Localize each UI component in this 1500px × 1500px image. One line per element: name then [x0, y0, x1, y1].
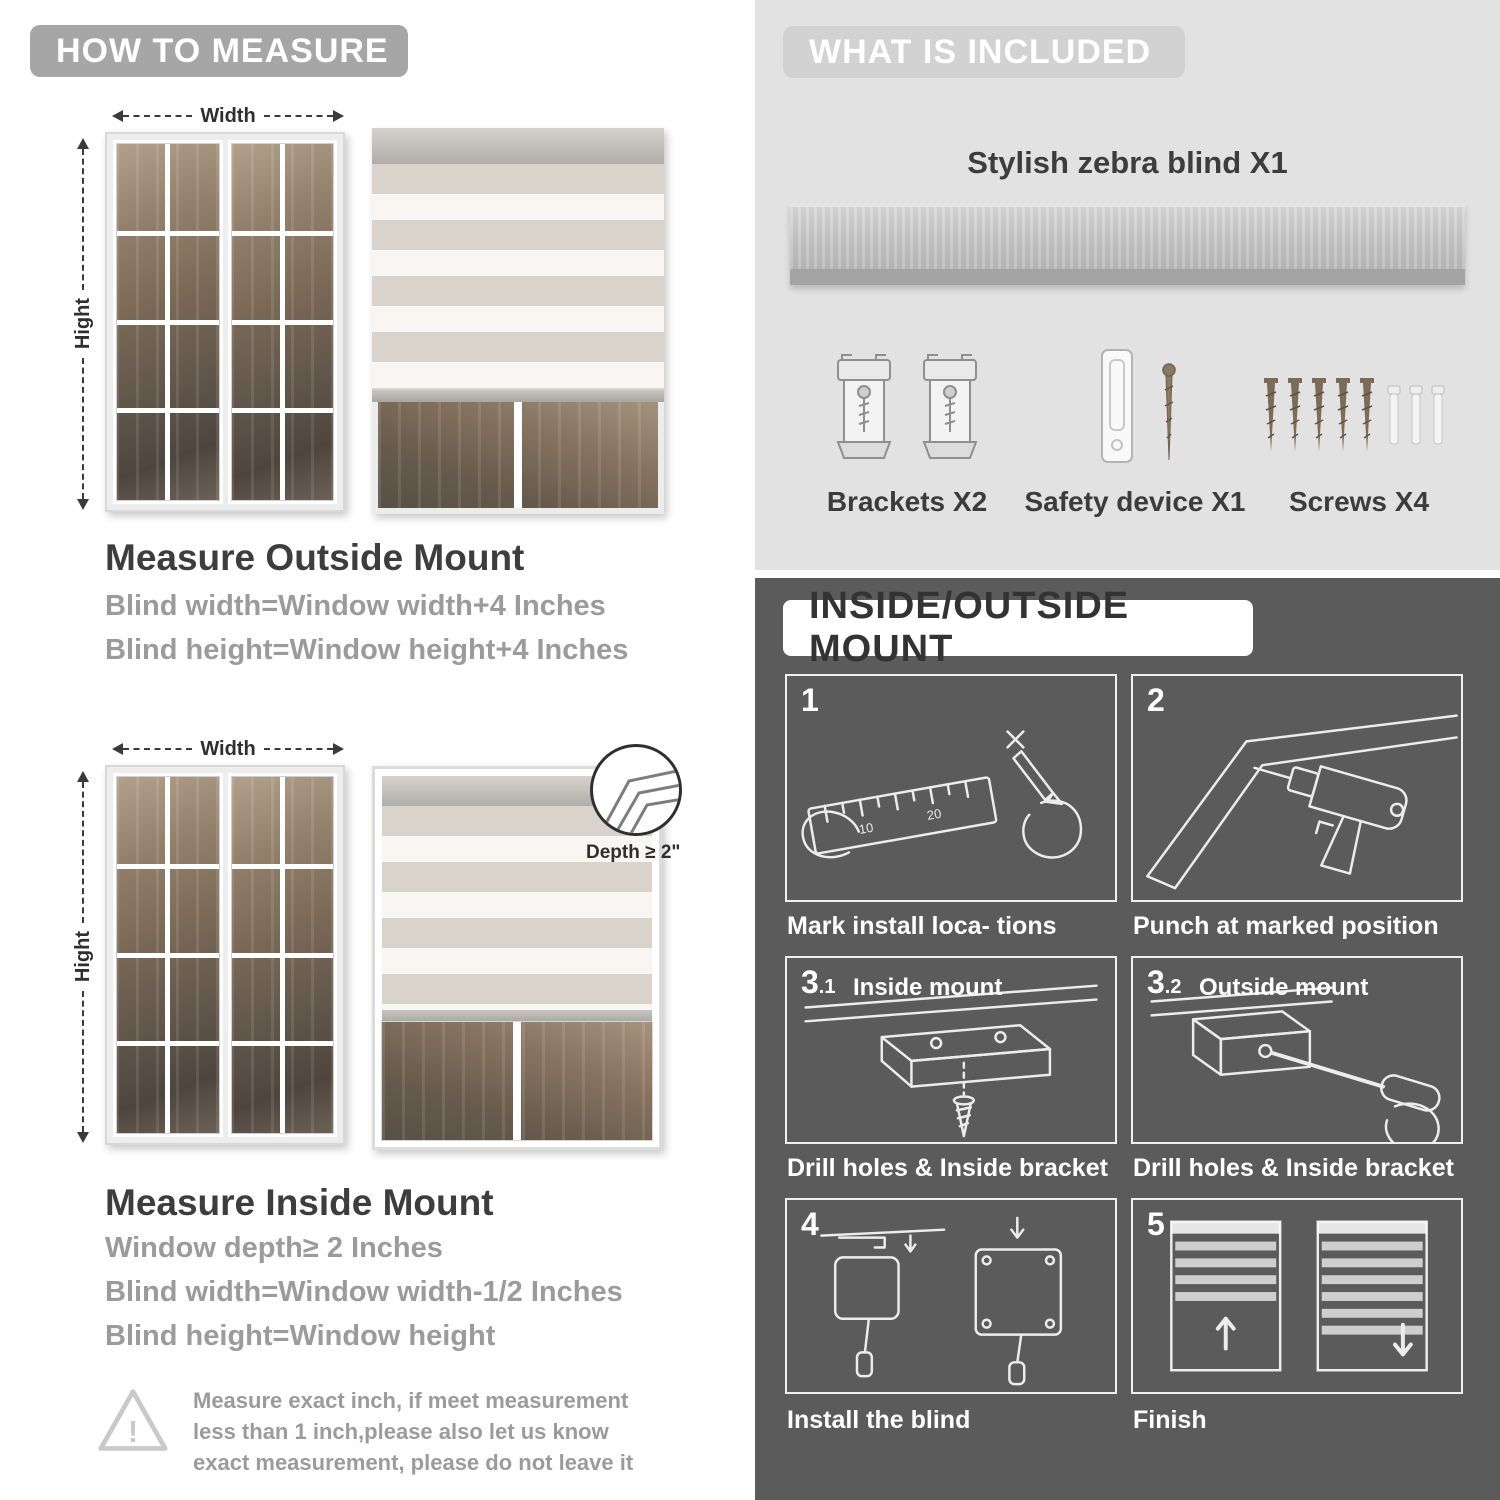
window-below-blind	[372, 402, 664, 514]
arrow-left-icon	[112, 110, 123, 122]
arrow-up-icon	[77, 138, 89, 149]
step-panel-2: 2	[1131, 674, 1463, 902]
warning-text: Measure exact inch, if meet measurement …	[193, 1388, 634, 1475]
safety-device-label: Safety device X1	[1024, 486, 1246, 517]
blind-cassette	[372, 128, 664, 164]
blind-bottom-rail	[382, 1010, 652, 1022]
step-caption-3-2: Drill holes & Inside bracket	[1133, 1154, 1454, 1182]
drill-art	[1146, 714, 1458, 890]
height-label: Hight	[71, 931, 94, 983]
safety-device-illustration	[1035, 342, 1235, 472]
safety-device-icon	[1101, 349, 1133, 463]
depth-callout-label: Depth ≥ 2"	[586, 842, 681, 863]
window-corner-zoom	[603, 769, 679, 833]
step-caption-5: Finish	[1133, 1406, 1207, 1434]
finish-art	[1170, 1220, 1428, 1372]
mark-locations-art: 10 20	[801, 730, 1083, 859]
screws-illustration	[1255, 368, 1465, 472]
screw-icon	[1162, 363, 1176, 461]
window-illustration	[105, 765, 345, 1145]
zebra-blind-outside-mount-illustration	[372, 128, 664, 514]
height-dimension-arrow: Hight	[70, 138, 96, 510]
step-inline-title: Outside mount	[1199, 974, 1369, 1001]
arrow-down-icon	[77, 1132, 89, 1143]
screws-and-anchors-icon	[1264, 378, 1445, 452]
how-to-measure-label: HOW TO MEASURE	[56, 31, 389, 70]
step-number: 5	[1147, 1206, 1165, 1242]
window-pane	[113, 140, 223, 504]
arrow-right-icon	[333, 110, 345, 122]
inside-mount-title: Measure Inside Mount	[105, 1182, 494, 1223]
width-dimension-arrow: Width	[112, 104, 345, 128]
window-illustration	[105, 132, 345, 512]
bracket-icon	[922, 354, 978, 459]
warning-triangle-icon: !	[98, 1389, 168, 1451]
arrow-right-icon	[333, 743, 345, 755]
brackets-illustration	[797, 346, 1017, 470]
inside-bracket-art	[804, 984, 1098, 1138]
depth-callout-circle	[590, 744, 682, 836]
svg-text:20: 20	[926, 806, 943, 823]
step-caption-4: Install the blind	[787, 1406, 971, 1434]
what-is-included-label: WHAT IS INCLUDED	[809, 32, 1152, 71]
mount-instructions-section: INSIDE/OUTSIDE MOUNT 10 20	[755, 578, 1500, 1500]
step-panel-3-1: 3.1 Inside mount	[785, 956, 1117, 1144]
step-number: 2	[1147, 682, 1165, 718]
step-caption-3-1: Drill holes & Inside bracket	[787, 1154, 1108, 1182]
bracket-icon	[836, 354, 892, 459]
what-is-included-header: WHAT IS INCLUDED	[783, 26, 1185, 78]
what-is-included-section: WHAT IS INCLUDED Stylish zebra blind X1	[755, 0, 1500, 570]
width-label: Width	[200, 737, 256, 760]
step-caption-2: Punch at marked position	[1133, 912, 1439, 940]
screws-label: Screws X4	[1288, 486, 1430, 517]
arrow-down-icon	[77, 499, 89, 510]
outside-mount-rule-1: Blind width=Window width+4 Inches	[105, 590, 606, 622]
mount-header-label: INSIDE/OUTSIDE MOUNT	[809, 585, 1130, 670]
inside-mount-rule-3: Blind height=Window height	[105, 1320, 496, 1352]
svg-text:10: 10	[858, 820, 875, 837]
width-dimension-arrow: Width	[112, 737, 345, 761]
step-panel-5: 5	[1131, 1198, 1463, 1394]
step-number: 3.2	[1147, 964, 1182, 1000]
measurement-warning: ! Measure exact inch, if meet measuremen…	[95, 1386, 675, 1478]
svg-text:!: !	[128, 1416, 138, 1449]
outside-mount-rule-2: Blind height=Window height+4 Inches	[105, 634, 629, 666]
step-number: 4	[801, 1206, 819, 1242]
zebra-stripes	[382, 806, 652, 1010]
mount-header: INSIDE/OUTSIDE MOUNT	[783, 585, 1253, 670]
window-pane	[227, 140, 337, 504]
inside-mount-rule-1: Window depth≥ 2 Inches	[105, 1232, 443, 1264]
zebra-stripes	[372, 164, 664, 390]
arrow-up-icon	[77, 771, 89, 782]
arrow-left-icon	[112, 743, 123, 755]
zebra-blind-headrail-illustration	[790, 203, 1465, 285]
step-caption-1: Mark install loca- tions	[787, 912, 1057, 940]
blind-bottom-rail	[372, 390, 664, 402]
how-to-measure-header: HOW TO MEASURE	[30, 25, 408, 77]
window-pane	[113, 773, 223, 1137]
outside-mount-title: Measure Outside Mount	[105, 537, 525, 578]
step-panel-3-2: 3.2 Outside mount	[1131, 956, 1463, 1144]
blind-item-label: Stylish zebra blind X1	[967, 145, 1288, 180]
height-dimension-arrow: Hight	[70, 771, 96, 1143]
step-number: 1	[801, 682, 819, 718]
inside-mount-rule-2: Blind width=Window width-1/2 Inches	[105, 1276, 623, 1308]
step-panel-4: 4	[785, 1198, 1117, 1394]
step-inline-title: Inside mount	[853, 974, 1003, 1001]
window-below-blind	[381, 1021, 653, 1141]
install-blind-art	[820, 1216, 1063, 1386]
outside-bracket-art	[1150, 986, 1441, 1142]
width-label: Width	[200, 104, 256, 127]
window-pane	[227, 773, 337, 1137]
step-panel-1: 10 20 1	[785, 674, 1117, 902]
brackets-label: Brackets X2	[826, 486, 988, 517]
height-label: Hight	[71, 298, 94, 350]
step-number: 3.1	[801, 964, 836, 1000]
